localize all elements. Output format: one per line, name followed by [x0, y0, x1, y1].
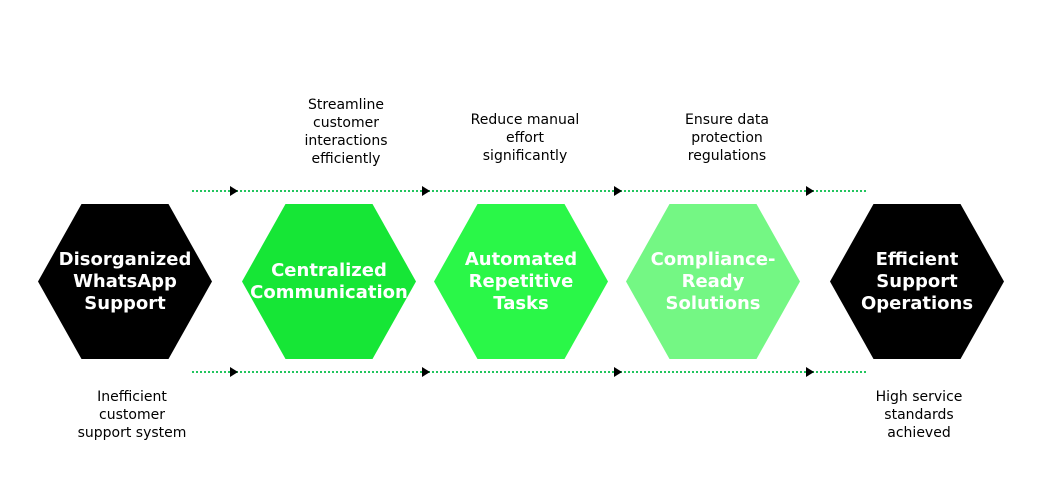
bottom-arrow-2 — [422, 367, 430, 377]
stage-hexagon-automated: Automated Repetitive Tasks — [434, 204, 608, 359]
bottom-arrow-4 — [806, 367, 814, 377]
stage-label-efficient: Efficient Support Operations — [860, 248, 974, 314]
stage-label-disorganized: Disorganized WhatsApp Support — [58, 248, 192, 314]
top-arrow-1 — [230, 186, 238, 196]
caption-ensure-data: Ensure data protection regulations — [685, 112, 769, 164]
stage-label-automated: Automated Repetitive Tasks — [464, 248, 578, 314]
caption-streamline: Streamline customer interactions efficie… — [304, 97, 388, 167]
caption-inefficient: Inefficient customer support system — [77, 389, 187, 441]
stage-hexagon-disorganized: Disorganized WhatsApp Support — [38, 204, 212, 359]
stage-label-compliance: Compliance- Ready Solutions — [650, 248, 776, 314]
top-arrow-2 — [422, 186, 430, 196]
top-connector-line — [192, 190, 866, 192]
bottom-arrow-1 — [230, 367, 238, 377]
top-arrow-4 — [806, 186, 814, 196]
stage-hexagon-efficient: Efficient Support Operations — [830, 204, 1004, 359]
bottom-connector-line — [192, 371, 866, 373]
top-arrow-3 — [614, 186, 622, 196]
stage-hexagon-compliance: Compliance- Ready Solutions — [626, 204, 800, 359]
caption-reduce-manual: Reduce manual effort significantly — [470, 112, 580, 164]
stage-hexagon-centralized: Centralized Communication — [242, 204, 416, 359]
stage-label-centralized: Centralized Communication — [250, 259, 408, 303]
bottom-arrow-3 — [614, 367, 622, 377]
caption-high-service: High service standards achieved — [875, 389, 963, 441]
